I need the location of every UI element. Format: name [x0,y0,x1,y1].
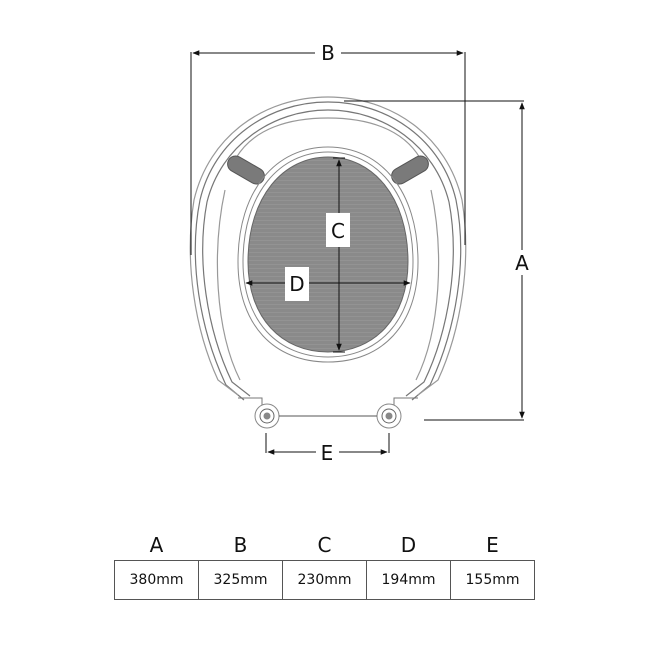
value-e: 155mm [450,560,535,600]
header-c: C [317,533,332,557]
label-e: E [321,441,334,465]
value-a: 380mm [114,560,199,600]
value-b: 325mm [198,560,283,600]
dimension-a [344,100,525,421]
hinge-right [376,397,418,429]
header-a: A [149,533,164,557]
label-a: A [515,251,529,275]
right-bumper-pad [391,155,429,185]
dimensions-table: A B C D E 380mm 325mm 230mm 194mm 155mm [114,530,535,600]
opening-rings [237,146,419,363]
label-d-box [285,267,309,301]
table-row: 380mm 325mm 230mm 194mm 155mm [114,560,535,600]
label-c-box [326,213,350,247]
label-d: D [289,272,304,296]
value-c: 230mm [282,560,367,600]
header-b: B [233,533,248,557]
table-header-row: A B C D E [115,530,535,561]
header-d: D [400,533,417,557]
dimension-b [190,50,466,255]
left-bumper-pad [227,155,265,185]
hinge-left [238,397,280,429]
label-b: B [321,41,335,65]
toilet-seat-diagram: B A C D E [189,41,529,465]
seat-opening [247,156,409,353]
dimension-e [265,433,390,455]
dimension-c [333,157,345,353]
value-d: 194mm [366,560,451,600]
seat-outline [189,96,467,401]
header-e: E [486,533,499,557]
label-c: C [331,219,345,243]
